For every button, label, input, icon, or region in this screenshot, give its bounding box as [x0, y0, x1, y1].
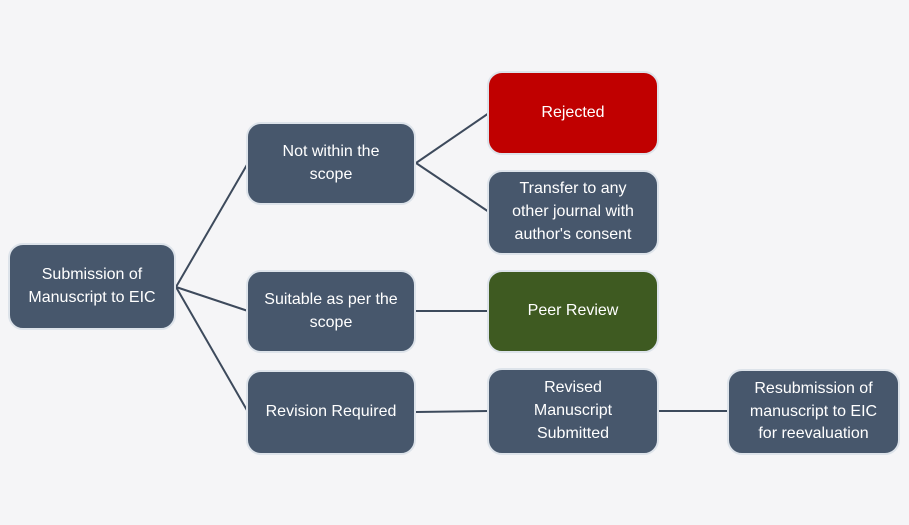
connector-submission-to-suitable	[175, 286, 249, 312]
connector-submission-to-revision-required	[175, 286, 249, 413]
node-revised-manuscript-submitted: Revised Manuscript Submitted	[487, 368, 659, 455]
node-transfer-to-other-journal: Transfer to any other journal with autho…	[487, 170, 659, 255]
connector-not-within-scope-to-rejected	[415, 112, 490, 164]
connector-not-within-scope-to-transfer	[415, 162, 490, 213]
node-suitable-as-per-the-scope: Suitable as per the scope	[246, 270, 416, 353]
node-revision-required: Revision Required	[246, 370, 416, 455]
node-peer-review: Peer Review	[487, 270, 659, 353]
node-rejected: Rejected	[487, 71, 659, 155]
node-submission-of-manuscript-to-eic: Submission of Manuscript to EIC	[8, 243, 176, 330]
node-resubmission-for-reevaluation: Resubmission of manuscript to EIC for re…	[727, 369, 900, 455]
connector-submission-to-not-within-scope	[175, 162, 249, 288]
connector-revision-to-revised-manuscript	[415, 410, 490, 413]
node-not-within-the-scope: Not within the scope	[246, 122, 416, 205]
